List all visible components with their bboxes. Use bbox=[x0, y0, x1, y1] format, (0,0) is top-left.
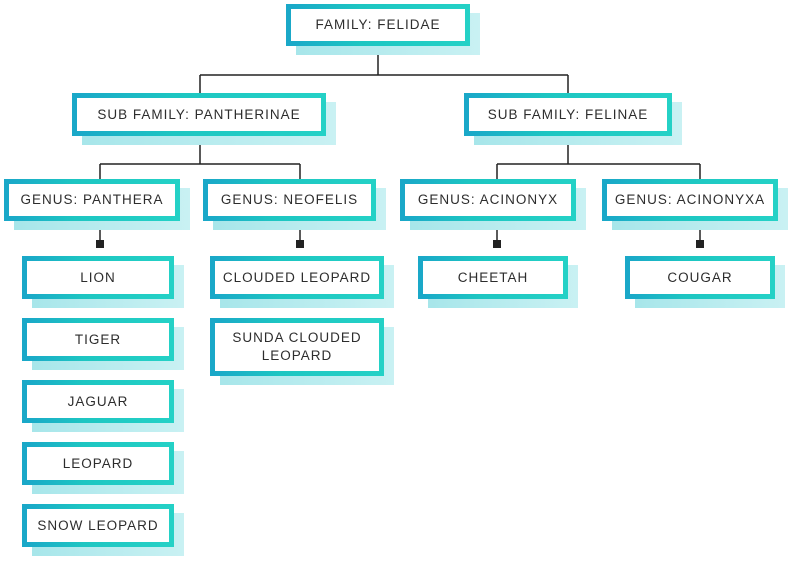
genus-node-acinonyx: GENUS: ACINONYX bbox=[400, 179, 586, 230]
connector-node-square bbox=[493, 240, 501, 248]
connector-node-square bbox=[296, 240, 304, 248]
connector-family bbox=[199, 46, 569, 95]
species-label: TIGER bbox=[74, 331, 122, 347]
family-node: FAMILY: FELIDAE bbox=[286, 4, 480, 55]
species-label: COUGAR bbox=[667, 269, 733, 285]
species-node-lion: LION bbox=[22, 256, 184, 308]
subfamily-label: SUB FAMILY: FELINAE bbox=[487, 106, 649, 122]
genus-node-neofelis: GENUS: NEOFELIS bbox=[203, 179, 386, 230]
species-node-cheetah: CHEETAH bbox=[418, 256, 578, 308]
species-node-snow-leopard: SNOW LEOPARD bbox=[22, 504, 184, 556]
connector-node-square bbox=[96, 240, 104, 248]
species-label: SNOW LEOPARD bbox=[37, 517, 159, 533]
species-node-jaguar: JAGUAR bbox=[22, 380, 184, 432]
species-node-leopard: LEOPARD bbox=[22, 442, 184, 494]
genus-label: GENUS: PANTHERA bbox=[20, 192, 164, 207]
subfamily-label: SUB FAMILY: PANTHERINAE bbox=[97, 106, 301, 122]
species-node-sunda-clouded-leopard: SUNDA CLOUDED LEOPARD bbox=[210, 318, 394, 385]
connector-node-square bbox=[696, 240, 704, 248]
species-label: JAGUAR bbox=[67, 393, 129, 409]
species-label: SUNDA CLOUDED LEOPARD bbox=[232, 330, 362, 363]
family-label: FAMILY: FELIDAE bbox=[315, 17, 441, 32]
genus-label: GENUS: ACINONYXA bbox=[614, 192, 766, 207]
species-node-clouded-leopard: CLOUDED LEOPARD bbox=[210, 256, 394, 308]
species-label: LION bbox=[80, 269, 116, 285]
subfamily-node-felinae: SUB FAMILY: FELINAE bbox=[464, 93, 682, 145]
species-label: CLOUDED LEOPARD bbox=[222, 269, 372, 285]
genus-node-acinonyxa: GENUS: ACINONYXA bbox=[602, 179, 788, 230]
genus-label: GENUS: NEOFELIS bbox=[220, 192, 359, 207]
species-label: CHEETAH bbox=[457, 269, 529, 285]
species-node-cougar: COUGAR bbox=[625, 256, 785, 308]
connector-pantherinae bbox=[99, 136, 301, 181]
subfamily-node-pantherinae: SUB FAMILY: PANTHERINAE bbox=[72, 93, 336, 145]
species-label: LEOPARD bbox=[62, 455, 134, 471]
species-node-tiger: TIGER bbox=[22, 318, 184, 370]
connector-felinae bbox=[496, 136, 701, 181]
genus-node-panthera: GENUS: PANTHERA bbox=[4, 179, 190, 230]
genus-label: GENUS: ACINONYX bbox=[417, 192, 559, 207]
